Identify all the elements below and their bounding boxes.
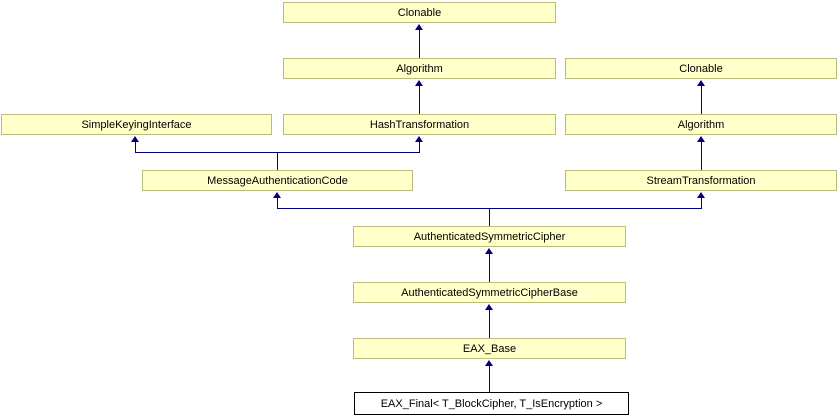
class-node-clonable-right[interactable]: Clonable [565, 58, 837, 79]
inheritance-arrowhead-icon [273, 192, 281, 198]
class-node-clonable-top[interactable]: Clonable [283, 2, 556, 23]
class-node-authenticated-symmetric-cipher-base[interactable]: AuthenticatedSymmetricCipherBase [353, 282, 626, 303]
inheritance-arrowhead-icon [485, 248, 493, 254]
inheritance-arrowhead-icon [415, 80, 423, 86]
inheritance-edge-horizontal [135, 152, 420, 153]
class-node-algorithm-mid[interactable]: Algorithm [283, 58, 556, 79]
inheritance-arrowhead-icon [415, 136, 423, 142]
class-node-message-authentication-code[interactable]: MessageAuthenticationCode [142, 170, 413, 191]
inheritance-edge-vertical [489, 309, 490, 338]
inheritance-arrowhead-icon [131, 136, 139, 142]
class-node-eax-final: EAX_Final< T_BlockCipher, T_IsEncryption… [354, 392, 629, 415]
inheritance-arrowhead-icon [697, 80, 705, 86]
class-node-simple-keying-interface[interactable]: SimpleKeyingInterface [1, 114, 272, 135]
inheritance-arrowhead-icon [697, 192, 705, 198]
inheritance-edge-vertical [419, 141, 420, 152]
class-node-eax-base[interactable]: EAX_Base [353, 338, 626, 359]
inheritance-arrowhead-icon [485, 304, 493, 310]
class-node-hash-transformation[interactable]: HashTransformation [283, 114, 556, 135]
inheritance-edge-vertical [419, 29, 420, 58]
inheritance-edge-vertical [489, 253, 490, 282]
inheritance-edge-vertical [489, 208, 490, 226]
inheritance-edge-vertical [701, 141, 702, 170]
inheritance-edge-vertical [489, 365, 490, 392]
class-node-stream-transformation[interactable]: StreamTransformation [565, 170, 837, 191]
inheritance-arrowhead-icon [697, 136, 705, 142]
inheritance-edge-vertical [277, 152, 278, 170]
inheritance-edge-horizontal [277, 208, 702, 209]
class-node-authenticated-symmetric-cipher[interactable]: AuthenticatedSymmetricCipher [353, 226, 626, 247]
class-node-algorithm-right[interactable]: Algorithm [565, 114, 837, 135]
inheritance-edge-vertical [419, 85, 420, 114]
inheritance-edge-vertical [277, 197, 278, 208]
inheritance-edge-vertical [701, 85, 702, 114]
inheritance-arrowhead-icon [485, 360, 493, 366]
inheritance-arrowhead-icon [415, 24, 423, 30]
inheritance-edge-vertical [135, 141, 136, 152]
inheritance-edge-vertical [701, 197, 702, 208]
